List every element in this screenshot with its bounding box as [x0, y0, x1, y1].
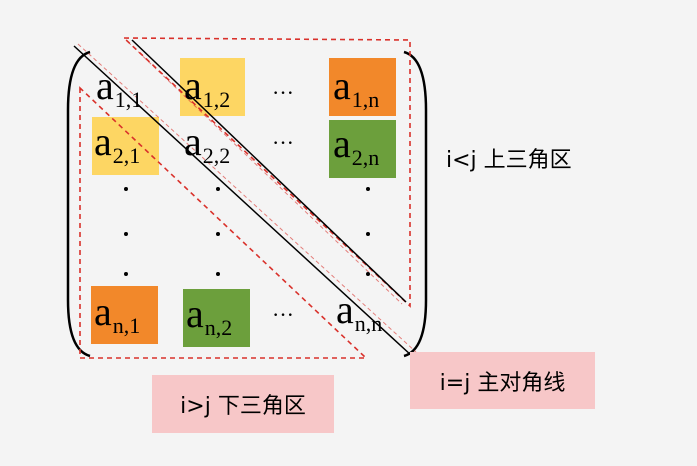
- diagonal-line-upper: [73, 45, 413, 357]
- entry-an2: an,2: [186, 290, 233, 340]
- upper-triangle-label: i<j 上三角区: [446, 148, 572, 173]
- entry-a12: a1,2: [184, 62, 231, 112]
- entry-a2n: a2,n: [333, 120, 380, 170]
- row2-hdots: ···: [272, 130, 294, 155]
- diagonal-line-lower-red: [127, 41, 403, 305]
- col1-vdot: [124, 187, 128, 191]
- entry-ann: an,n: [336, 286, 383, 336]
- coln-vdot: [366, 272, 370, 276]
- coln-vdot: [366, 187, 370, 191]
- entry-an1: an,1: [94, 288, 141, 338]
- entry-base: a: [94, 289, 112, 334]
- entry-base: a: [336, 287, 354, 332]
- entry-base: a: [186, 291, 204, 336]
- highlight-a12: [180, 58, 245, 116]
- highlight-a1n: [329, 58, 396, 116]
- col2-vdot: [216, 187, 220, 191]
- col2-vdot: [216, 272, 220, 276]
- right-bracket: [403, 50, 428, 358]
- entry-base: a: [333, 121, 351, 166]
- lower-triangle-label: i>j 下三角区: [152, 375, 334, 433]
- col1-vdot: [124, 272, 128, 276]
- highlight-a2n: [329, 120, 396, 178]
- entry-a1n: a1,n: [333, 62, 380, 112]
- entry-a22: a2,2: [184, 118, 231, 168]
- entry-base: a: [184, 63, 202, 108]
- entry-base: a: [184, 119, 202, 164]
- col2-vdot: [216, 232, 220, 236]
- rown-hdots: ···: [272, 302, 294, 327]
- highlight-a21: [92, 117, 159, 175]
- entry-sub: n,1: [112, 313, 141, 338]
- diagonal-label: i=j 主对角线: [410, 352, 595, 409]
- row1-hdots: ···: [272, 80, 294, 105]
- entry-sub: n,2: [204, 315, 233, 340]
- col1-vdot: [124, 232, 128, 236]
- diagonal-line-upper-red: [77, 43, 417, 353]
- entry-sub: 1,2: [202, 87, 231, 112]
- upper-triangle-region: [121, 37, 411, 308]
- entry-sub: 2,2: [202, 143, 231, 168]
- entry-base: a: [333, 63, 351, 108]
- lower-triangle-region: [79, 86, 369, 359]
- entry-sub: 2,n: [351, 145, 380, 170]
- entry-sub: 1,1: [114, 87, 143, 112]
- diagonal-line-lower: [131, 39, 407, 303]
- entry-sub: 1,n: [351, 87, 380, 112]
- highlight-an2: [183, 289, 250, 347]
- entry-sub: 2,1: [112, 143, 141, 168]
- coln-vdot: [366, 232, 370, 236]
- highlight-an1: [91, 286, 158, 344]
- entry-base: a: [94, 119, 112, 164]
- entry-a11: a1,1: [96, 62, 143, 112]
- entry-a21: a2,1: [94, 118, 141, 168]
- left-bracket: [66, 50, 91, 358]
- entry-sub: n,n: [354, 311, 383, 336]
- entry-base: a: [96, 63, 114, 108]
